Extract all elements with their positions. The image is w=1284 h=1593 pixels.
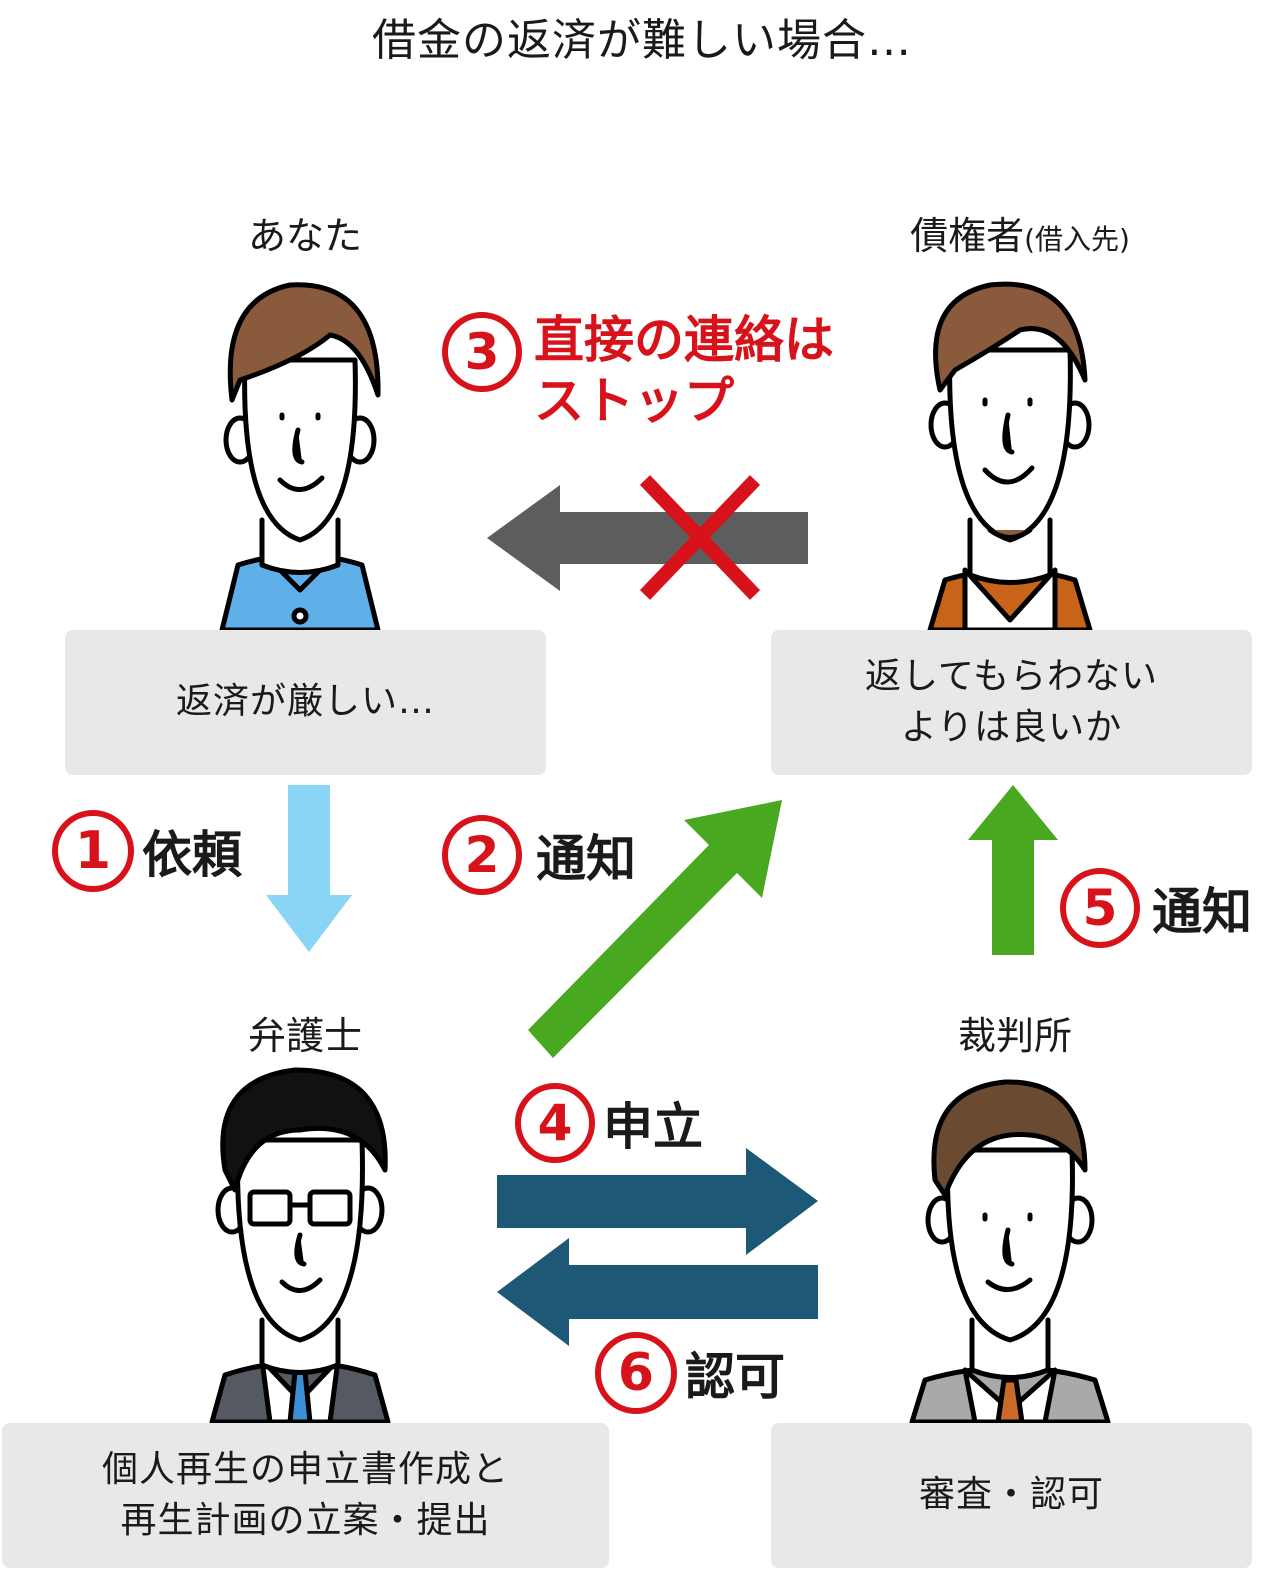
step-6-number: 6 (595, 1332, 677, 1414)
role-label-creditor-sub: (借入先) (1024, 223, 1130, 256)
step-4-text: 申立 (603, 1098, 703, 1156)
step-1-label: 1 依頼 (52, 810, 242, 892)
role-label-you: あなた (247, 214, 362, 258)
arrow-creditor-to-you-blocked (487, 485, 808, 591)
arrow-you-to-lawyer (266, 785, 352, 952)
box-creditor-line1: 返してもらわない (864, 656, 1159, 698)
step-5-label: 5 通知 (1060, 868, 1252, 948)
box-court-text: 審査・認可 (918, 1474, 1104, 1516)
role-label-court: 裁判所 (957, 1014, 1072, 1058)
box-creditor: 返してもらわない よりは良いか (771, 630, 1252, 775)
step-4-label: 4 申立 (515, 1083, 703, 1163)
role-label-creditor-main: 債権者 (910, 214, 1025, 258)
person-you-illustration (219, 282, 381, 633)
arrow-lawyer-to-court (497, 1148, 818, 1255)
cross-stop-icon (639, 475, 761, 600)
box-creditor-line2: よりは良いか (900, 706, 1123, 748)
step-6-text: 認可 (685, 1348, 785, 1406)
box-court: 審査・認可 (771, 1423, 1252, 1568)
step-3-text-line2: ストップ (534, 372, 734, 430)
arrow-court-to-lawyer (497, 1238, 818, 1346)
step-3-text-line1: 直接の連絡は (534, 311, 834, 369)
person-lawyer-illustration (209, 1067, 391, 1425)
step-3-number: 3 (442, 312, 522, 392)
step-3-label: 3 直接の連絡は ストップ (442, 310, 834, 432)
step-2-number: 2 (442, 815, 522, 895)
box-lawyer-line1: 個人再生の申立書作成と (101, 1449, 509, 1491)
step-2-label: 2 通知 (442, 815, 636, 895)
box-lawyer-line2: 再生計画の立案・提出 (120, 1499, 491, 1541)
role-label-creditor: 債権者(借入先) (830, 205, 1210, 260)
step-4-number: 4 (515, 1083, 595, 1163)
step-6-label: 6 認可 (595, 1332, 785, 1414)
step-2-text: 通知 (536, 830, 636, 888)
person-court-illustration (909, 1079, 1111, 1425)
step-3-text: 直接の連絡は ストップ (534, 310, 834, 432)
box-you: 返済が厳しい… (65, 630, 546, 775)
step-5-text: 通知 (1152, 883, 1252, 941)
box-lawyer: 個人再生の申立書作成と 再生計画の立案・提出 (2, 1423, 609, 1568)
page-title: 借金の返済が難しい場合… (372, 15, 912, 66)
arrow-court-to-creditor (968, 785, 1058, 955)
role-label-lawyer: 弁護士 (247, 1014, 362, 1058)
person-creditor-illustration (927, 281, 1093, 633)
step-1-text: 依頼 (142, 826, 242, 884)
arrow-lawyer-to-creditor (528, 800, 782, 1058)
step-1-number: 1 (52, 810, 134, 892)
box-you-text: 返済が厳しい… (175, 681, 435, 723)
step-5-number: 5 (1060, 868, 1140, 948)
